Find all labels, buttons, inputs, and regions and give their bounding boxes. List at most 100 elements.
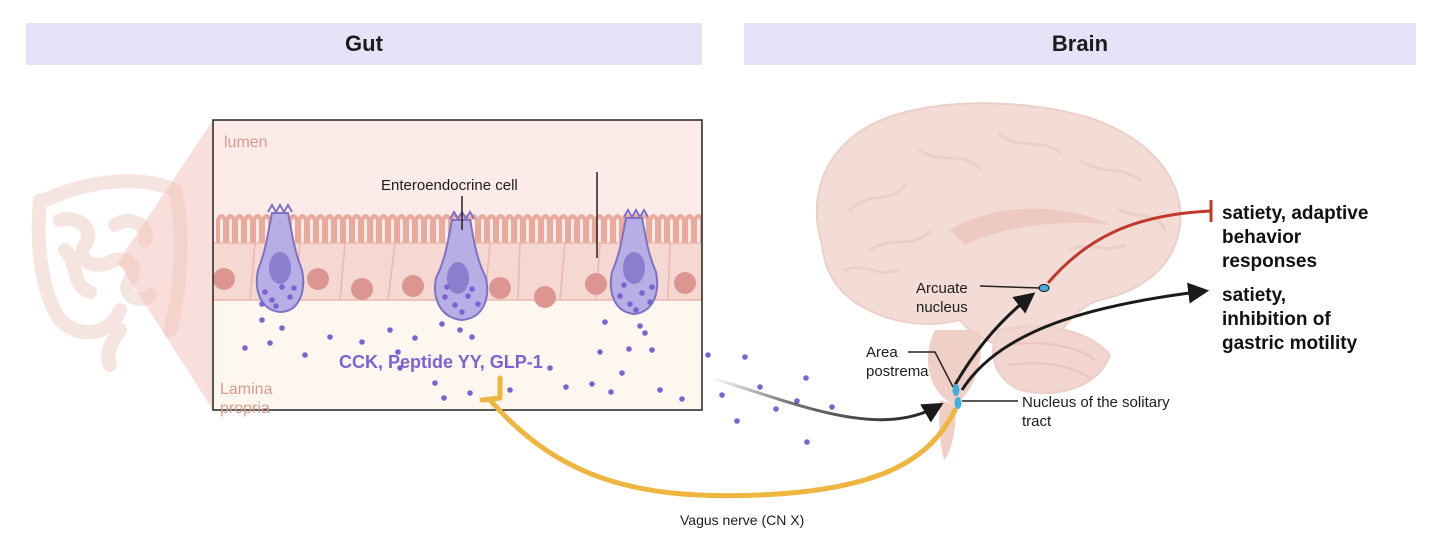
arcuate-inhibition-line (1046, 209, 1211, 284)
inhibited-outcome-label: satiety, adaptive behavior responses (1222, 203, 1369, 272)
microvillus (558, 214, 569, 245)
microvillus (387, 214, 398, 245)
gut-header: Gut (26, 23, 702, 65)
brain-header: Brain (744, 23, 1416, 65)
granule-dot (608, 389, 614, 395)
granule-dot (359, 339, 365, 345)
microvillus (666, 214, 677, 245)
granule-dot (563, 384, 569, 390)
granule-dot (469, 286, 475, 292)
hormone-to-brainstem-arrow (711, 376, 944, 423)
arcuate-marker (1038, 284, 1050, 292)
granule-dot (627, 301, 633, 307)
granule-dot (441, 395, 447, 401)
microvillus (648, 214, 659, 245)
hormone-dot (794, 398, 800, 404)
granule-dot (649, 284, 655, 290)
area-postrema-label: Area postrema (866, 344, 929, 380)
granule-dot (397, 365, 403, 371)
granule-dot (621, 282, 627, 288)
microvillus (216, 214, 227, 245)
granule-dot (679, 396, 685, 402)
enteroendocrine-cell-label: Enteroendocrine cell (381, 177, 518, 194)
microvillus (252, 214, 263, 245)
microvillus (657, 214, 668, 245)
gut-header-label: Gut (345, 31, 383, 56)
granule-dot (279, 325, 285, 331)
circulating-hormones (705, 352, 835, 445)
granule-dot (637, 323, 643, 329)
lumen-label: lumen (224, 134, 268, 151)
microvillus (585, 214, 596, 245)
microvillus (513, 214, 524, 245)
epithelial-nuclei (213, 268, 696, 308)
microvillus (378, 214, 389, 245)
granule-dot (279, 284, 285, 290)
granule-dot (469, 334, 475, 340)
microvillus (576, 214, 587, 245)
microvillus (432, 214, 443, 245)
microvillus (441, 214, 452, 245)
microvillus (675, 214, 686, 245)
microvillus (396, 214, 407, 245)
granule-dot (259, 301, 265, 307)
microvillus (306, 214, 317, 245)
hormone-granules (242, 282, 685, 402)
microvillus (522, 214, 533, 245)
microvillus (549, 214, 560, 245)
microvillus (594, 214, 605, 245)
promoted-outcome-label: satiety, inhibition of gastric motility (1222, 285, 1358, 354)
granule-dot (459, 309, 465, 315)
hormone-dot (773, 406, 779, 412)
granule-dot (475, 301, 481, 307)
granule-dot (642, 330, 648, 336)
granule-dot (442, 294, 448, 300)
microvillus (234, 214, 245, 245)
vagus-nerve (487, 397, 958, 499)
granule-dot (597, 349, 603, 355)
nts-to-arcuate-arrow (953, 292, 1036, 386)
nts-to-outcome-arrow (960, 282, 1210, 391)
nucleus-solitary-tract-label: Nucleus of the solitary tract (1022, 394, 1170, 430)
microvillus (369, 214, 380, 245)
microvillus (297, 214, 308, 245)
granule-dot (647, 299, 653, 305)
granule-dot (273, 303, 279, 309)
granule-dot (657, 387, 663, 393)
granule-dot (287, 294, 293, 300)
microvillus (504, 214, 515, 245)
granule-dot (291, 285, 297, 291)
microvillus (243, 214, 254, 245)
granule-dot (633, 307, 639, 313)
granule-dot (626, 346, 632, 352)
nts-marker (954, 397, 962, 409)
area-postrema-marker (952, 384, 960, 396)
granule-dot (327, 334, 333, 340)
microvillus (351, 214, 362, 245)
hormone-dot (804, 439, 810, 445)
granule-dot (259, 317, 265, 323)
granule-dot (547, 365, 553, 371)
granule-dot (262, 289, 268, 295)
microvillus (324, 214, 335, 245)
vagus-nerve-label: Vagus nerve (CN X) (680, 512, 805, 528)
granule-dot (395, 349, 401, 355)
granule-dot (602, 319, 608, 325)
microvillus (225, 214, 236, 245)
microvillus (612, 214, 623, 245)
vagus-nerve-ending (479, 375, 503, 403)
granule-dot (639, 290, 645, 296)
hormones-label: CCK, Peptide YY, GLP-1 (339, 352, 543, 372)
granule-dot (589, 381, 595, 387)
gut-panel (212, 119, 703, 411)
granule-dot (302, 352, 308, 358)
arcuate-nucleus-label: Arcuate nucleus (916, 280, 968, 316)
granule-dot (439, 321, 445, 327)
granule-dot (507, 387, 513, 393)
microvillus (423, 214, 434, 245)
microvillus (360, 214, 371, 245)
hormone-dot (757, 384, 763, 390)
brain-illustration (815, 102, 1182, 460)
hormone-dot (829, 404, 835, 410)
